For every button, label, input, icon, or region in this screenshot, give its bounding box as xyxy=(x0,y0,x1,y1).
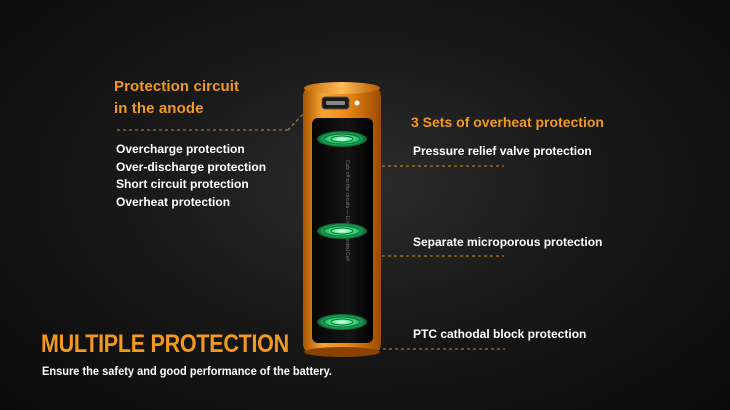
battery-top-cap xyxy=(304,82,380,94)
page-subtitle: Ensure the safety and good performance o… xyxy=(42,364,332,378)
usb-port-icon xyxy=(321,96,360,110)
protection-ring-icon xyxy=(317,223,367,239)
battery-wrap-label: Cuts off to the circuits — Li-ion Protec… xyxy=(344,160,350,261)
anode-title: Protection circuit in the anode xyxy=(114,76,239,120)
list-item: Short circuit protection xyxy=(116,177,249,191)
list-item: Over-discharge protection xyxy=(116,159,267,174)
anode-title-line1: Protection circuit xyxy=(114,78,240,95)
feature-microporous: Separate microporous protection xyxy=(413,235,603,249)
page-title: MULTIPLE PROTECTION xyxy=(41,330,289,358)
anode-leader-diag xyxy=(287,110,307,131)
battery: Cuts off to the circuits — Li-ion Protec… xyxy=(303,82,381,357)
list-item: Overheat protection xyxy=(116,194,231,209)
list-item: Overcharge protection xyxy=(116,142,245,156)
overheat-title: 3 Sets of overheat protection xyxy=(411,114,604,130)
feature-pressure-relief: Pressure relief valve protection xyxy=(413,144,592,158)
anode-protection-list: Overcharge protection Over-discharge pro… xyxy=(116,141,266,211)
protection-ring-icon xyxy=(317,131,367,147)
anode-title-line2: in the anode xyxy=(114,100,204,117)
protection-ring-icon xyxy=(317,314,367,330)
feature-ptc: PTC cathodal block protection xyxy=(413,327,587,341)
battery-bottom-shadow xyxy=(304,347,380,357)
